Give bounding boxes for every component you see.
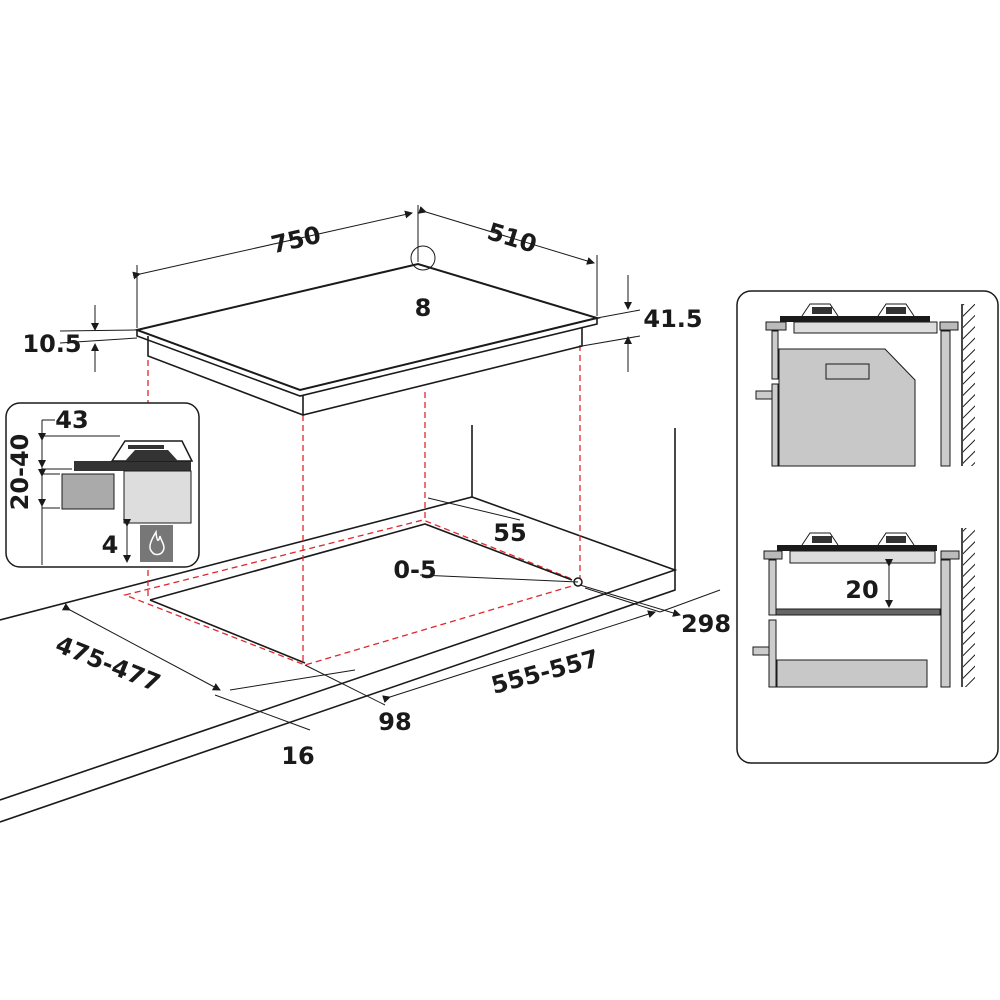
inset-drawer-gap-label: 20-40 [6,434,34,511]
flame-icon [149,529,165,556]
inset-cabinet-detail [736,290,999,764]
dim-cutout-width-label: 555-557 [488,644,602,700]
hob-dimensions [59,205,641,372]
countertop [0,425,678,823]
dim-height-label: 41.5 [643,305,702,333]
inset-clearance-detail [5,402,200,568]
dim-depth-label: 510 [484,217,540,258]
dim-width-label: 750 [268,221,323,260]
dim-glass-label: 10.5 [22,330,81,358]
inset-min-gap-label: 4 [102,531,119,559]
inset-clearance-top-label: 43 [55,406,88,434]
dim-radius-label: 8 [415,294,432,322]
bottom-cabinet-view [752,528,975,688]
inset-shelf-gap-label: 20 [845,576,878,604]
dim-inlet-offset-label: 298 [681,610,731,638]
dim-back-offset-label: 55 [493,519,526,547]
dim-side-gap-label: 16 [281,742,314,770]
cutout-dimensions [61,497,721,731]
hob [133,262,601,416]
dim-inlet-tolerance-label: 0-5 [393,556,436,584]
dim-cutout-depth-label: 475-477 [52,630,165,697]
dim-front-offset-label: 98 [378,708,411,736]
top-cabinet-view [755,303,975,467]
